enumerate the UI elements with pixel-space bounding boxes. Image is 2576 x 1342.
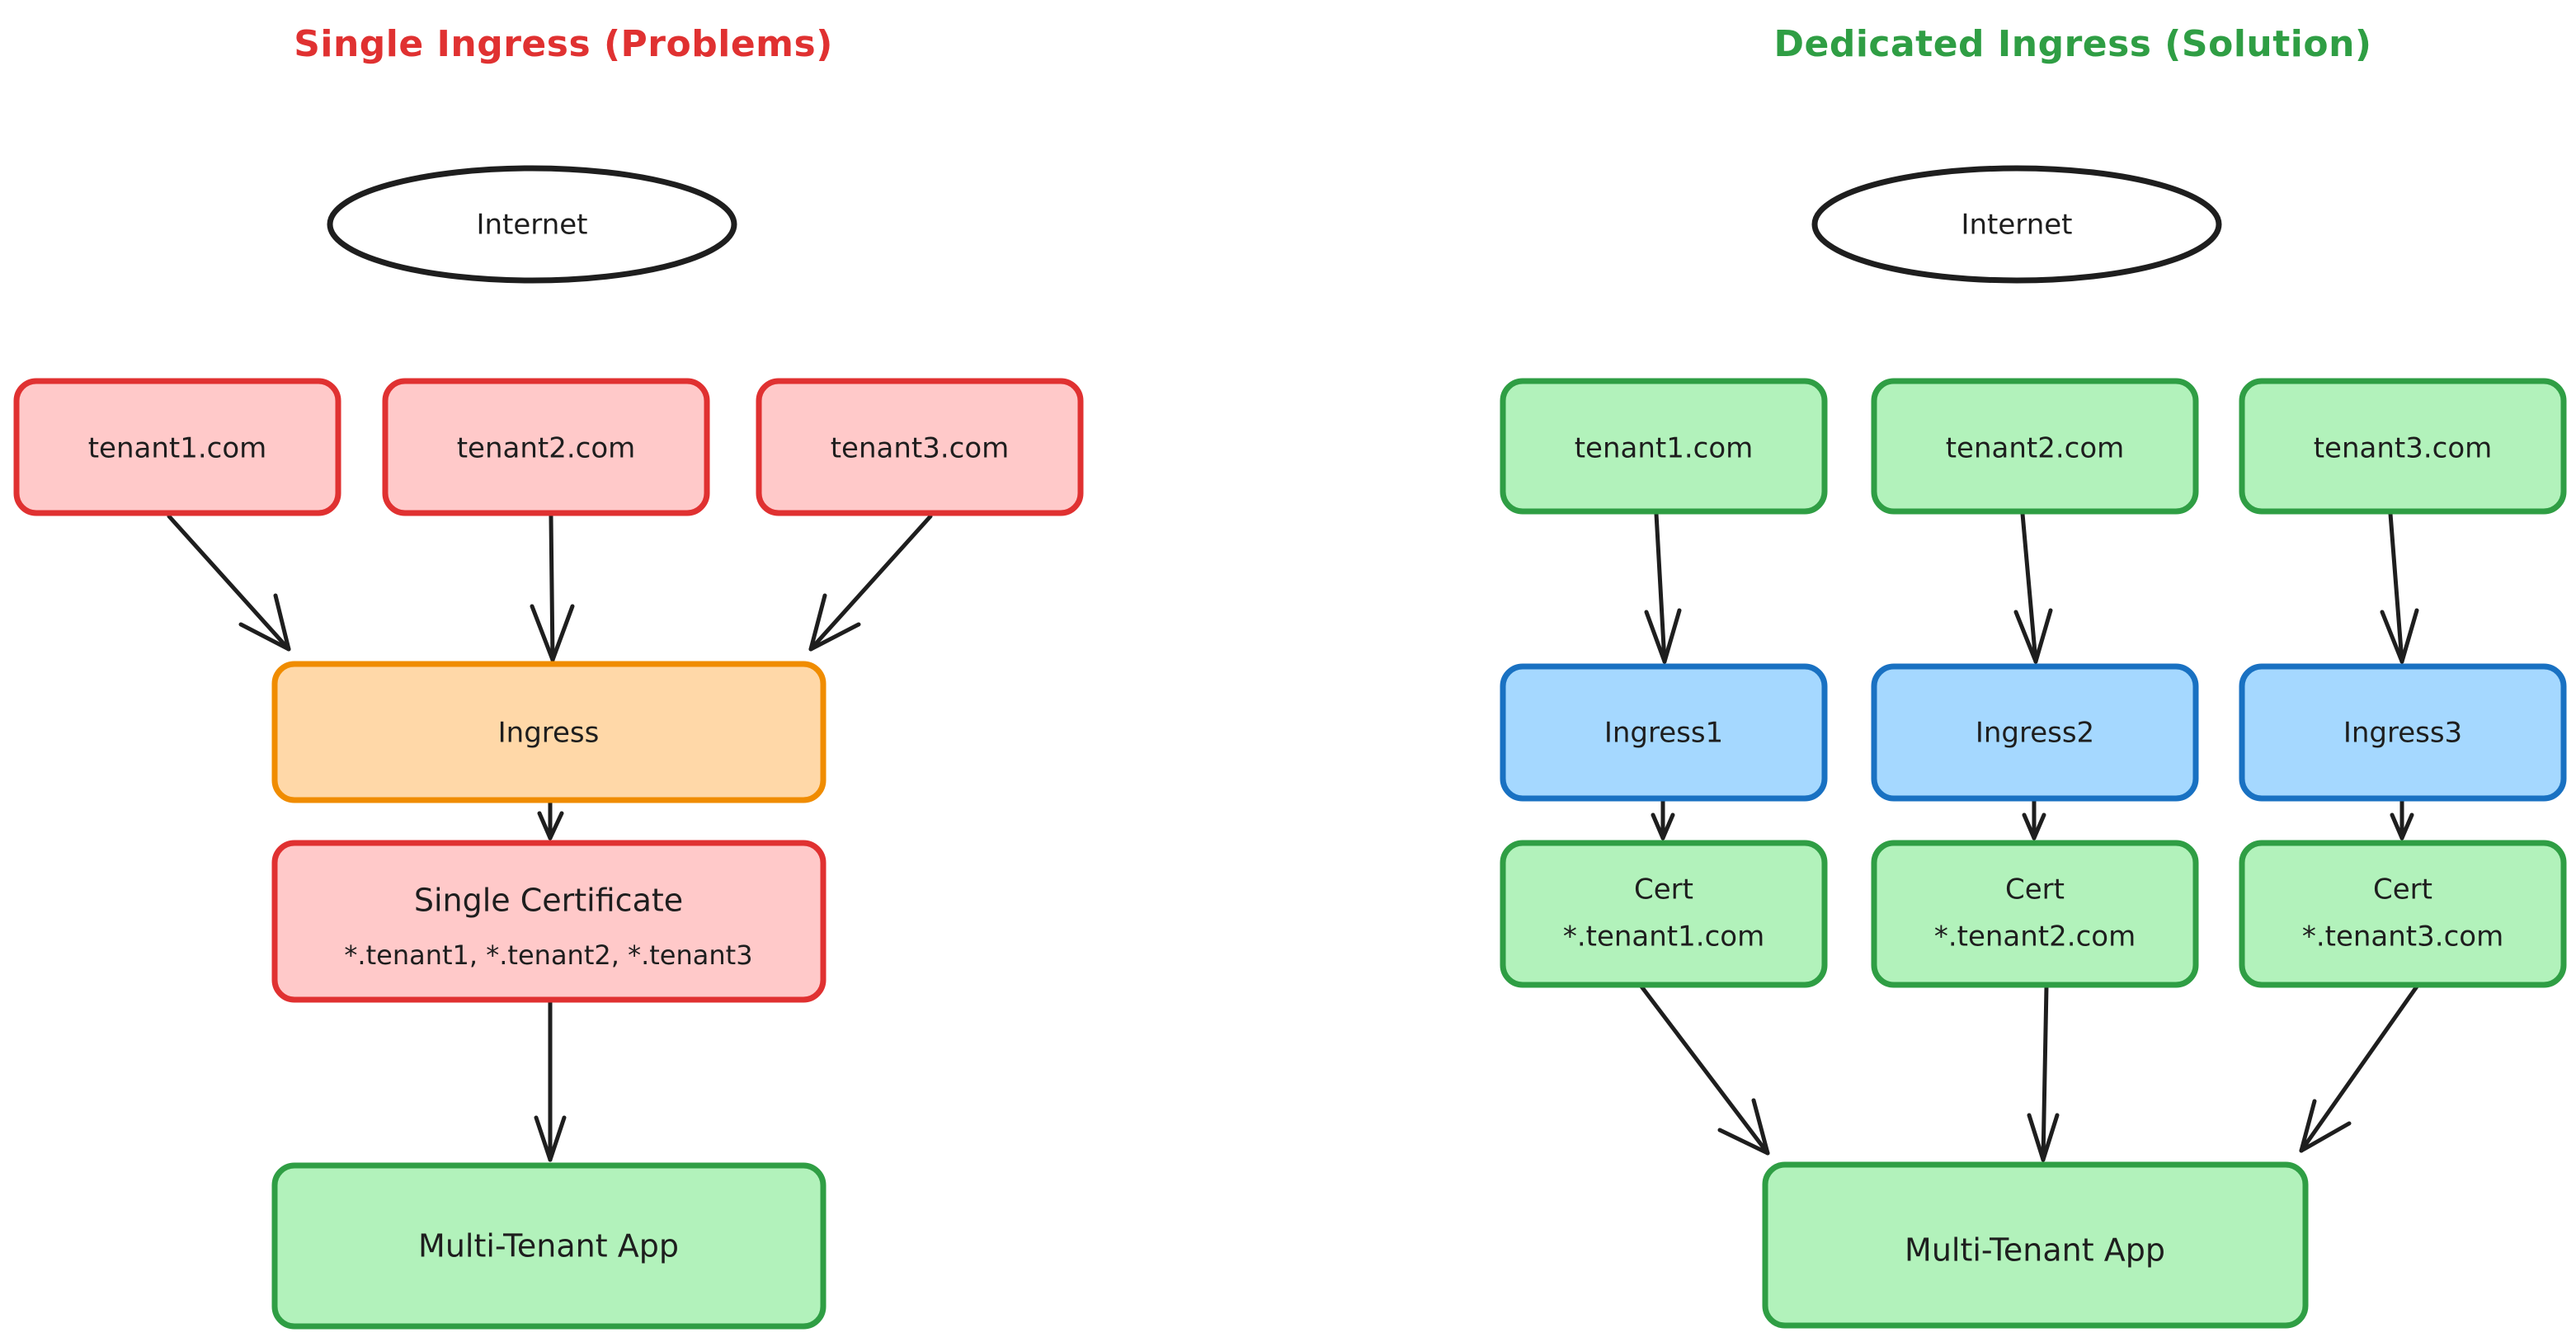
panel-title-right: Dedicated Ingress (Solution) [1773, 23, 2371, 65]
node-right-tenant3[interactable]: tenant3.com [2239, 378, 2567, 515]
left-tenant1-label: tenant1.com [88, 432, 267, 465]
edge-left-cert-to-app [534, 999, 567, 1162]
right-cert1-rect[interactable] [1500, 840, 1828, 988]
right-tenant3-label: tenant3.com [2314, 432, 2493, 465]
right-cert2-title: Cert [2005, 873, 2065, 906]
node-right-internet[interactable]: Internet [1811, 165, 2222, 284]
node-left-ingress[interactable]: Ingress [271, 661, 826, 803]
edge-right-cert3-to-app [2299, 984, 2419, 1153]
left-ingress-label: Ingress [498, 717, 600, 750]
right-cert2-domain: *.tenant2.com [1934, 921, 2136, 954]
left-ingress-rect[interactable] [271, 661, 826, 803]
right-ingress1-rect[interactable] [1500, 663, 1828, 802]
right-ingress2-label: Ingress2 [1976, 717, 2094, 750]
right-ingress3-label: Ingress3 [2343, 717, 2462, 750]
left-internet-label: Internet [476, 209, 587, 242]
node-right-app[interactable]: Multi-Tenant App [1762, 1161, 2309, 1329]
edge-right-ingress1-to-cert1 [1651, 798, 1675, 841]
node-right-tenant1[interactable]: tenant1.com [1500, 378, 1828, 515]
right-tenant1-rect[interactable] [1500, 378, 1828, 515]
panel-title-left: Single Ingress (Problems) [294, 23, 833, 65]
node-left-tenant3[interactable]: tenant3.com [756, 378, 1084, 516]
left-certificate-rect[interactable] [271, 840, 826, 1003]
left-certificate-title: Single Certificate [414, 883, 683, 919]
node-right-tenant2[interactable]: tenant2.com [1871, 378, 2199, 515]
edge-right-ingress2-to-cert2 [2022, 798, 2046, 841]
right-tenant3-rect[interactable] [2239, 378, 2567, 515]
edge-left-tenant3-to-ingress [808, 514, 933, 652]
node-right-ingress2[interactable]: Ingress2 [1871, 663, 2199, 802]
right-internet-ellipse[interactable] [1811, 165, 2222, 284]
right-cert3-domain: *.tenant3.com [2302, 921, 2503, 954]
node-left-certificate[interactable]: Single Certificate *.tenant1, *.tenant2,… [271, 840, 826, 1003]
left-tenant1-rect[interactable] [13, 378, 341, 516]
left-tenant2-rect[interactable] [382, 378, 710, 516]
right-internet-label: Internet [1961, 209, 2072, 242]
right-app-label: Multi-Tenant App [1905, 1232, 2165, 1269]
right-app-rect[interactable] [1762, 1161, 2309, 1329]
edge-left-ingress-to-cert [537, 799, 564, 841]
node-left-app[interactable]: Multi-Tenant App [271, 1162, 826, 1330]
edge-right-tenant2-to-ingress2 [2013, 511, 2053, 664]
right-cert1-domain: *.tenant1.com [1563, 921, 1764, 954]
right-cert3-rect[interactable] [2239, 840, 2567, 988]
node-right-cert3[interactable]: Cert *.tenant3.com [2239, 840, 2567, 988]
edge-left-tenant1-to-ingress [167, 514, 291, 652]
left-app-rect[interactable] [271, 1162, 826, 1330]
left-tenant2-label: tenant2.com [457, 432, 636, 465]
right-cert3-title: Cert [2373, 873, 2432, 906]
right-cert1-title: Cert [1634, 873, 1693, 906]
right-tenant1-label: tenant1.com [1575, 432, 1754, 465]
right-tenant2-label: tenant2.com [1946, 432, 2125, 465]
node-right-ingress1[interactable]: Ingress1 [1500, 663, 1828, 802]
edge-right-cert2-to-app [2027, 984, 2060, 1162]
edge-layer [167, 511, 2419, 1162]
edge-right-ingress3-to-cert3 [2390, 798, 2414, 841]
right-ingress2-rect[interactable] [1871, 663, 2199, 802]
left-tenant3-rect[interactable] [756, 378, 1084, 516]
node-left-tenant2[interactable]: tenant2.com [382, 378, 710, 516]
edge-right-tenant1-to-ingress1 [1644, 511, 1682, 664]
right-tenant2-rect[interactable] [1871, 378, 2199, 515]
right-ingress3-rect[interactable] [2239, 663, 2567, 802]
node-right-ingress3[interactable]: Ingress3 [2239, 663, 2567, 802]
right-ingress1-label: Ingress1 [1604, 717, 1723, 750]
node-left-tenant1[interactable]: tenant1.com [13, 378, 341, 516]
edge-right-tenant3-to-ingress3 [2380, 511, 2419, 664]
edge-right-cert1-to-app [1639, 984, 1770, 1156]
left-certificate-domains: *.tenant1, *.tenant2, *.tenant3 [344, 939, 752, 971]
edge-left-tenant2-to-ingress [530, 514, 575, 662]
left-internet-ellipse[interactable] [327, 165, 737, 284]
node-left-internet[interactable]: Internet [327, 165, 737, 284]
left-tenant3-label: tenant3.com [831, 432, 1010, 465]
node-right-cert2[interactable]: Cert *.tenant2.com [1871, 840, 2199, 988]
node-right-cert1[interactable]: Cert *.tenant1.com [1500, 840, 1828, 988]
left-app-label: Multi-Tenant App [418, 1228, 679, 1264]
right-cert2-rect[interactable] [1871, 840, 2199, 988]
